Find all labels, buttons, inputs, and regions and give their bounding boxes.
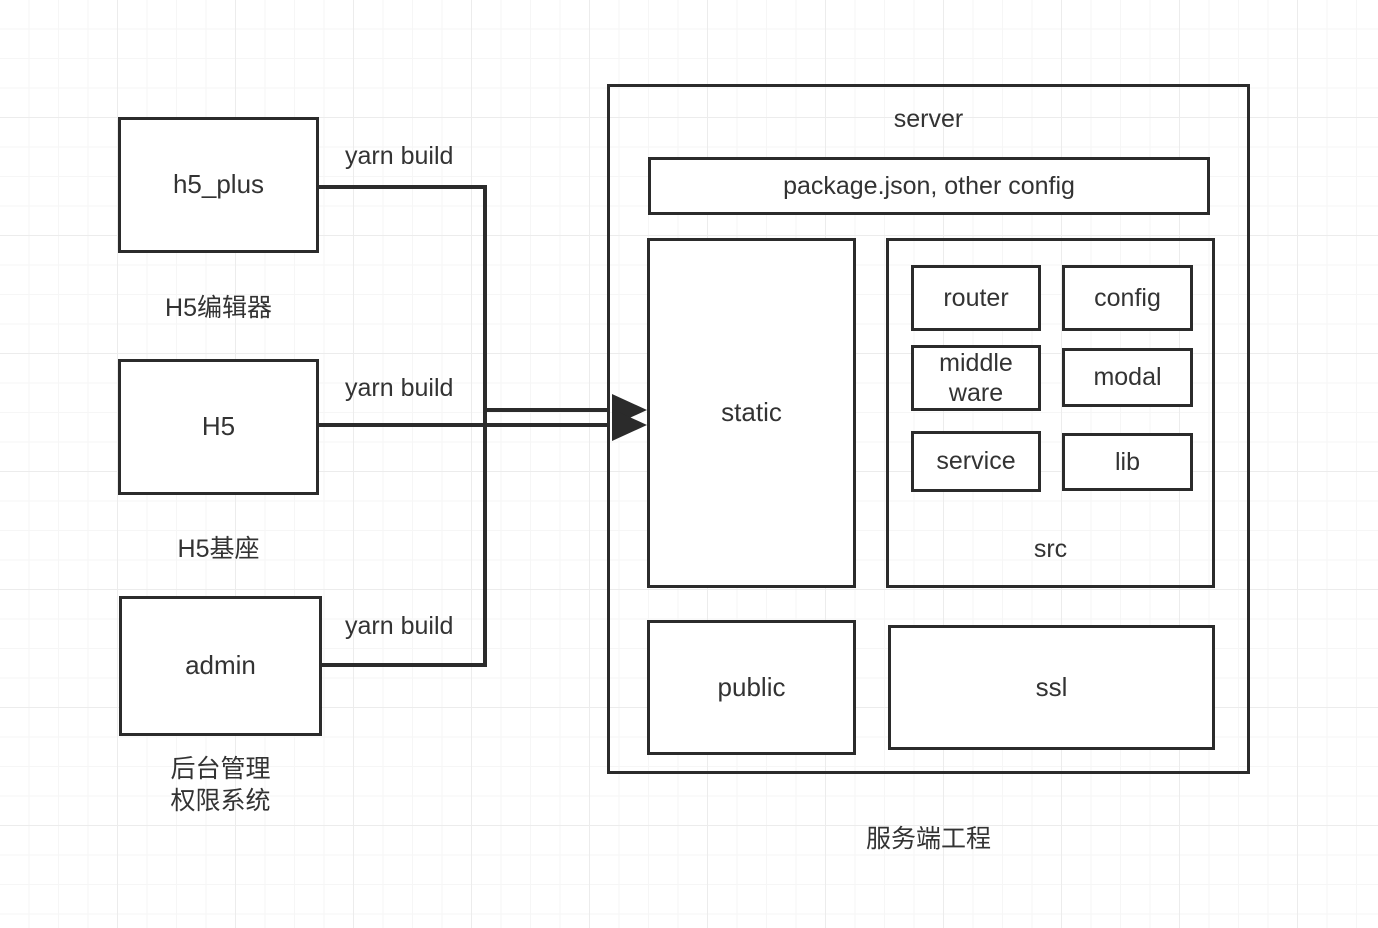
node-ssl[interactable]: ssl — [888, 625, 1215, 750]
caption-h5: H5基座 — [177, 535, 260, 563]
caption-server-project: 服务端工程 — [865, 825, 991, 853]
server-container[interactable] — [607, 84, 1250, 774]
edge-label-h5: yarn build — [345, 374, 454, 402]
edge-h5plus-to-server — [318, 185, 608, 412]
arrowhead-lower — [612, 409, 647, 441]
src-label: src — [1033, 535, 1068, 563]
node-h5-plus[interactable]: h5_plus — [118, 117, 319, 253]
edge-admin-to-server — [322, 410, 487, 667]
edge-label-h5-plus: yarn build — [345, 142, 454, 170]
caption-admin: 后台管理 权限系统 — [170, 755, 271, 815]
caption-h5-plus: H5编辑器 — [165, 294, 272, 322]
node-static[interactable]: static — [647, 238, 856, 588]
node-h5[interactable]: H5 — [118, 359, 319, 495]
node-admin[interactable]: admin — [119, 596, 322, 736]
node-src-router[interactable]: router — [911, 265, 1041, 331]
edge-label-admin: yarn build — [345, 612, 454, 640]
node-src-middleware[interactable]: middle ware — [911, 345, 1041, 411]
node-package-config[interactable]: package.json, other config — [648, 157, 1210, 215]
src-container[interactable] — [886, 238, 1215, 588]
node-src-config[interactable]: config — [1062, 265, 1193, 331]
server-label: server — [893, 105, 964, 133]
node-src-lib[interactable]: lib — [1062, 433, 1193, 491]
node-src-modal[interactable]: modal — [1062, 348, 1193, 407]
node-public[interactable]: public — [647, 620, 856, 755]
node-src-service[interactable]: service — [911, 431, 1041, 492]
